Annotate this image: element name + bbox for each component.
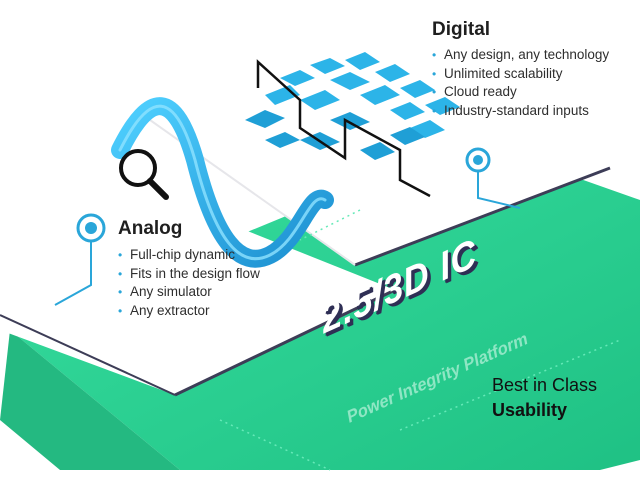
bullet-icon: • xyxy=(432,66,437,81)
analog-plate xyxy=(0,180,396,397)
tagline-line1: Best in Class xyxy=(492,375,598,395)
digital-feature-list: •Any design, any technology •Unlimited s… xyxy=(432,46,640,120)
bullet-icon: • xyxy=(432,103,437,118)
list-item: •Industry-standard inputs xyxy=(432,102,640,121)
bullet-icon: • xyxy=(432,85,437,99)
bullet-icon: • xyxy=(118,266,123,281)
bullet-icon: • xyxy=(118,285,123,299)
list-item: •Full-chip dynamic xyxy=(118,246,318,265)
list-item: •Unlimited scalability xyxy=(432,65,640,84)
digital-heading: Digital xyxy=(432,19,491,40)
analog-heading: Analog xyxy=(118,218,183,239)
list-item: •Fits in the design flow xyxy=(118,265,318,284)
location-pin-icon xyxy=(54,213,106,306)
digital-signal-line xyxy=(256,59,431,198)
location-pin-icon xyxy=(465,147,521,209)
analog-sine-wave xyxy=(111,97,334,268)
magnifier-icon xyxy=(119,149,169,200)
digital-waveform-blocks xyxy=(245,52,460,160)
list-item: •Cloud ready xyxy=(432,83,640,102)
list-item: •Any simulator xyxy=(118,283,318,302)
bullet-icon: • xyxy=(118,303,123,318)
bullet-icon: • xyxy=(432,48,437,62)
circuit-traces xyxy=(219,209,621,471)
list-item: •Any design, any technology xyxy=(432,46,640,65)
tagline-line2: Usability xyxy=(492,400,568,420)
list-item: •Any extractor xyxy=(118,302,318,321)
analog-feature-list: •Full-chip dynamic •Fits in the design f… xyxy=(118,246,318,320)
bullet-icon: • xyxy=(118,248,123,262)
